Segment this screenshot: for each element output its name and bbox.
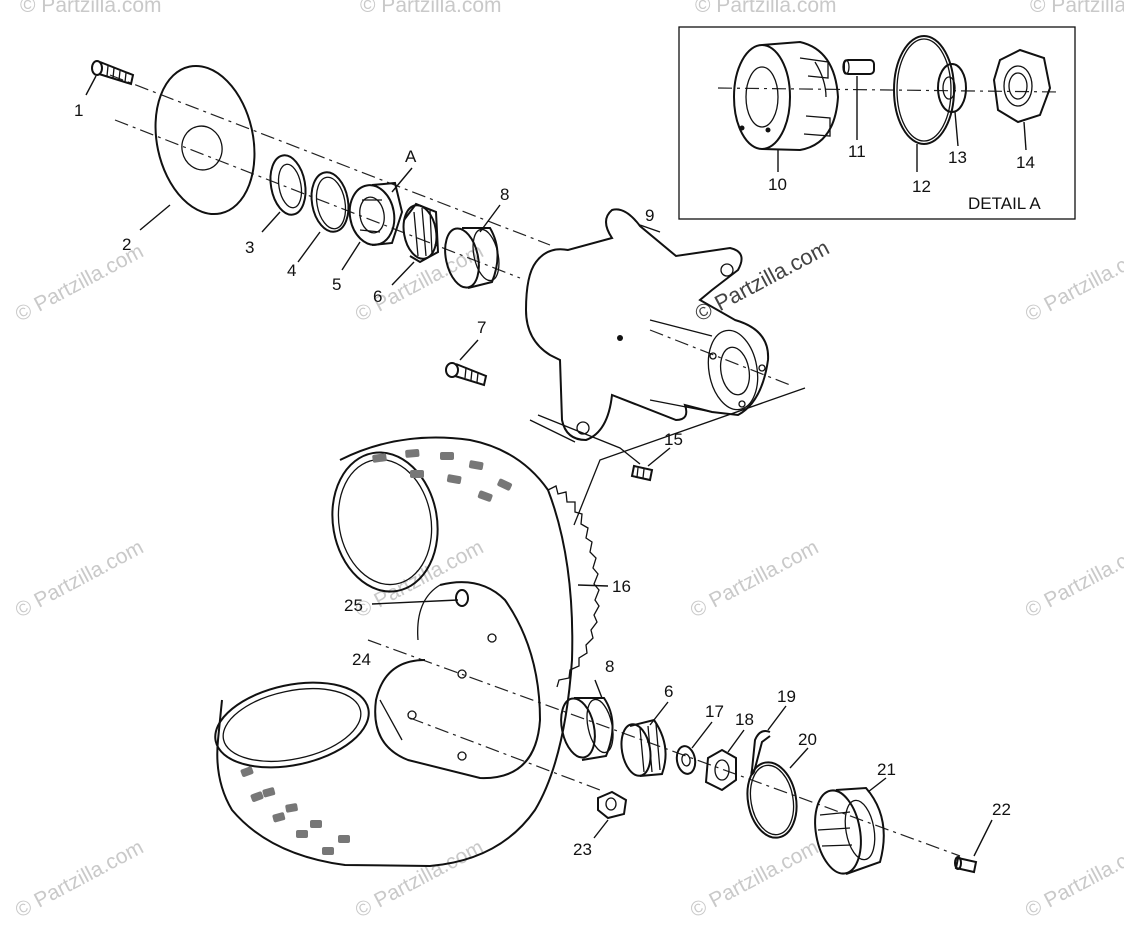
- callout-6: 6: [373, 287, 382, 306]
- watermark: © Partzilla.com: [20, 0, 162, 17]
- callout-3: 3: [245, 238, 254, 257]
- part-2-brake-disc: [154, 64, 256, 216]
- callout-4: 4: [287, 261, 296, 280]
- part-6-bearing-lower: [620, 718, 667, 777]
- watermark: © Partzilla.com: [1030, 0, 1124, 17]
- watermark-overlay: © Partzilla.com: [691, 235, 834, 327]
- part-22-bolt: [954, 856, 978, 874]
- callout-18: 18: [735, 710, 754, 729]
- watermark: © Partzilla.com: [1022, 536, 1124, 623]
- callout-14: 14: [1016, 153, 1035, 172]
- part-13-washer: [937, 63, 967, 113]
- part-5-hub-assembly: [348, 181, 404, 246]
- part-11-pin: [842, 59, 875, 75]
- callout-10: 10: [768, 175, 787, 194]
- callout-13: 13: [948, 148, 967, 167]
- part-20-oring: [746, 761, 798, 839]
- callout-2: 2: [122, 235, 131, 254]
- watermark: © Partzilla.com: [695, 0, 837, 17]
- part-3-seal: [269, 154, 307, 216]
- callout-15: 15: [664, 430, 683, 449]
- part-18-castle-nut: [704, 748, 737, 792]
- callout-11: 11: [848, 142, 866, 161]
- detail-a-title: DETAIL A: [968, 194, 1041, 213]
- part-4-ring: [310, 171, 350, 233]
- callout-12: 12: [912, 177, 931, 196]
- callout-labels: 1 2 3 4 5 A 6 8 9 7 15 16 25 24 8 6 17 1…: [74, 101, 1011, 859]
- part-6-bearing-upper: [402, 202, 440, 264]
- part-8-cup-upper: [444, 227, 500, 289]
- callout-7: 7: [477, 318, 486, 337]
- watermark: © Partzilla.com: [352, 836, 488, 923]
- part-21-hubcap: [814, 786, 885, 875]
- callout-8b: 8: [605, 657, 614, 676]
- callout-22: 22: [992, 800, 1011, 819]
- callout-5: 5: [332, 275, 341, 294]
- callout-23: 23: [573, 840, 592, 859]
- part-15-fitting: [630, 464, 654, 482]
- watermark: © Partzilla.com: [1022, 240, 1124, 327]
- part-9-knuckle: [524, 208, 770, 442]
- part-23-nut: [597, 790, 628, 820]
- callout-6b: 6: [664, 682, 673, 701]
- watermark: © Partzilla.com: [352, 240, 488, 327]
- part-25-valve: [455, 589, 469, 607]
- part-24-rim: [374, 581, 542, 780]
- watermark: © Partzilla.com: [12, 836, 148, 923]
- watermark: © Partzilla.com: [687, 536, 823, 623]
- part-17-washer: [675, 745, 697, 775]
- callout-1: 1: [74, 101, 83, 120]
- watermark: © Partzilla.com: [687, 836, 823, 923]
- part-12-oring: [893, 35, 955, 145]
- part-14-nut: [992, 48, 1052, 124]
- part-7-bolt: [445, 362, 488, 387]
- callout-detail-a: A: [405, 147, 417, 166]
- callout-25: 25: [344, 596, 363, 615]
- watermark: © Partzilla.com: [360, 0, 502, 17]
- callout-9: 9: [645, 206, 654, 225]
- callout-16: 16: [612, 577, 631, 596]
- callout-21: 21: [877, 760, 896, 779]
- callout-8: 8: [500, 185, 509, 204]
- centerlines: [109, 74, 1061, 857]
- part-10-hub: [733, 40, 840, 152]
- part-1-bolt: [91, 60, 135, 86]
- part-8-cup-lower: [560, 697, 614, 761]
- callout-24: 24: [352, 650, 371, 669]
- leader-lines: [85, 75, 993, 857]
- callout-17: 17: [705, 702, 724, 721]
- callout-19: 19: [777, 687, 796, 706]
- detail-a-box: DETAIL A: [678, 26, 1076, 220]
- watermark: © Partzilla.com: [12, 536, 148, 623]
- part-16-tire: [214, 436, 600, 868]
- watermark: © Partzilla.com: [1022, 836, 1124, 923]
- callout-20: 20: [798, 730, 817, 749]
